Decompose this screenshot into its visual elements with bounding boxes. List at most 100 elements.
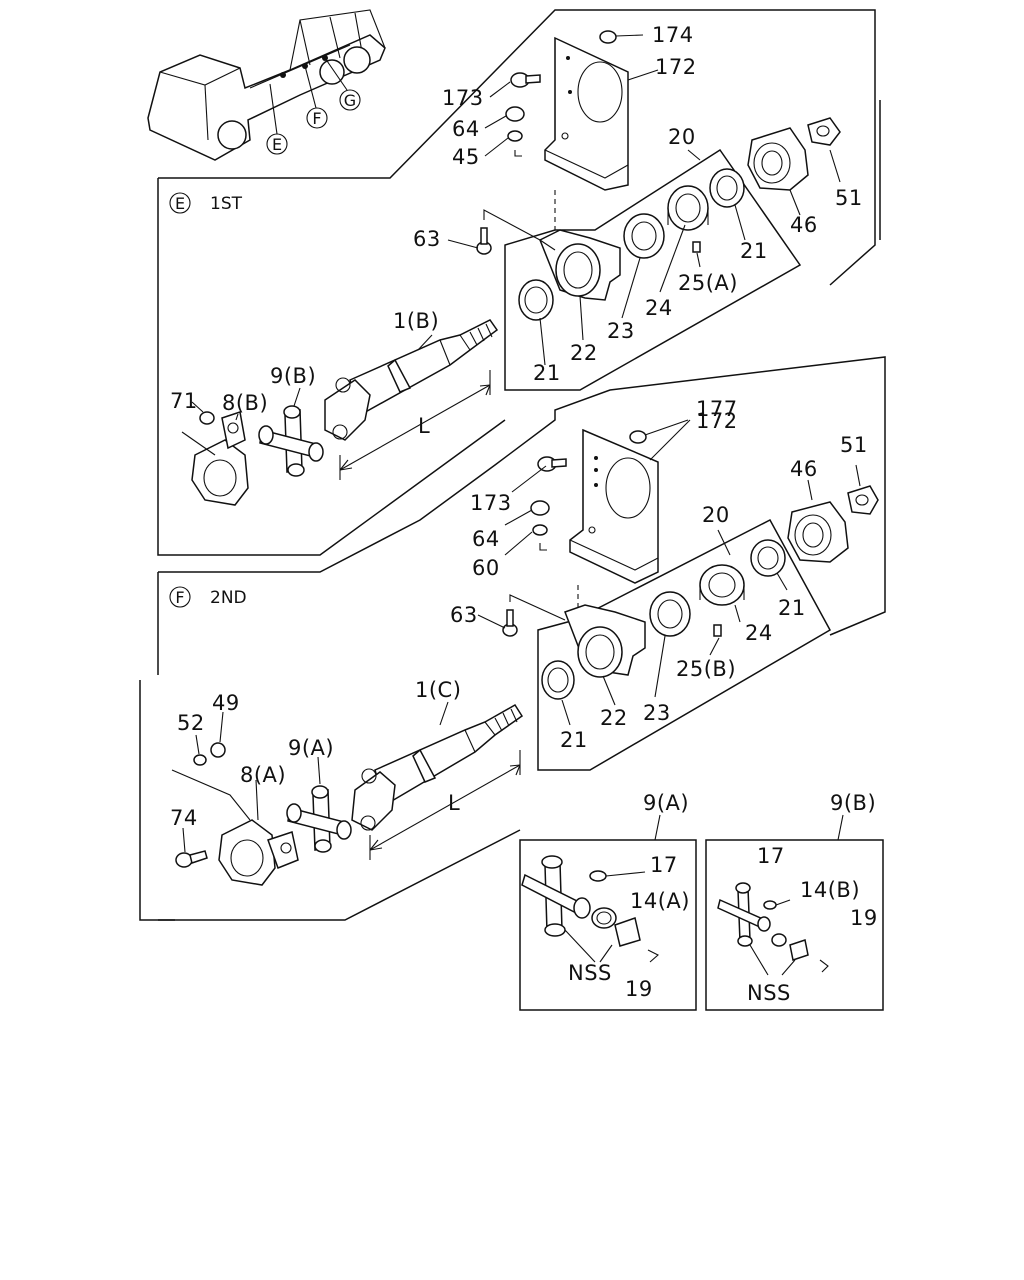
- svg-text:G: G: [344, 91, 356, 110]
- label-52: 52: [177, 711, 205, 735]
- bearing-cushion-22-lower: [564, 604, 646, 678]
- label-63-lower: 63: [450, 603, 478, 627]
- seal-21-upper: [709, 168, 745, 208]
- sleeve-24-lower: [699, 564, 745, 606]
- truck-overview: E F G: [147, 9, 386, 161]
- callout-e: E: [266, 133, 288, 155]
- label-1c: 1(C): [415, 678, 461, 702]
- label-172-upper: 172: [655, 55, 697, 79]
- svg-text:1ST: 1ST: [210, 194, 243, 214]
- svg-text:F: F: [175, 588, 184, 607]
- label-51-lower: 51: [840, 433, 868, 457]
- section-1st-header: E 1ST: [169, 192, 243, 214]
- label-174: 174: [652, 23, 694, 47]
- seal-21-lower-upper: [518, 279, 554, 321]
- nut-51-upper: [807, 117, 841, 146]
- label-23-lower: 23: [643, 701, 671, 725]
- bearing-23-lower: [649, 591, 691, 637]
- label-box-nss-b: NSS: [747, 981, 791, 1005]
- label-22-lower: 22: [600, 706, 628, 730]
- label-45: 45: [452, 145, 480, 169]
- label-46-lower: 46: [790, 457, 818, 481]
- seal-21-lower-lower: [541, 660, 575, 700]
- label-23-upper: 23: [607, 319, 635, 343]
- label-21-lower-left: 21: [560, 728, 588, 752]
- label-25a: 25(A): [678, 271, 738, 295]
- label-box-nss-a: NSS: [568, 961, 612, 985]
- label-74: 74: [170, 806, 198, 830]
- part-labels: 174 172 173 64 45 20 51 46 21 63 25(A) 2…: [170, 23, 877, 1005]
- propeller-shaft-1b: [324, 319, 499, 441]
- svg-text:2ND: 2ND: [210, 588, 247, 608]
- nut-64-upper: [505, 106, 525, 122]
- flange-yoke-8b: [181, 411, 249, 506]
- universal-joint-9a: [286, 785, 352, 853]
- label-173-upper: 173: [442, 86, 484, 110]
- label-box-9a: 9(A): [643, 791, 689, 815]
- propeller-shaft-1c: [351, 703, 524, 831]
- bearing-23-upper: [623, 213, 665, 259]
- label-46-upper: 46: [790, 213, 818, 237]
- bolt-74: [175, 850, 208, 868]
- svg-text:E: E: [175, 194, 185, 213]
- label-173-lower: 173: [470, 491, 512, 515]
- label-box-17b: 17: [757, 844, 785, 868]
- nut-51-lower: [847, 485, 879, 515]
- detail-box-9b: [705, 814, 884, 1011]
- svg-text:E: E: [272, 135, 282, 154]
- label-8a: 8(A): [240, 763, 286, 787]
- bolt-63-lower: [502, 594, 566, 637]
- bolt-173-lower: [537, 456, 567, 472]
- bearing-cushion-22-upper: [539, 229, 621, 301]
- label-21-lower-right: 21: [778, 596, 806, 620]
- nut-49: [210, 742, 226, 758]
- svg-text:F: F: [312, 109, 321, 128]
- washer-45: [507, 130, 523, 157]
- label-9a: 9(A): [288, 736, 334, 760]
- flange-yoke-8a: [171, 769, 299, 886]
- label-21-upper-left: 21: [533, 361, 561, 385]
- section-2nd-header: F 2ND: [169, 586, 247, 608]
- washer-52: [193, 754, 207, 766]
- label-l-lower: L: [448, 791, 460, 815]
- label-177: 177: [696, 397, 738, 421]
- nut-71: [199, 411, 215, 425]
- label-1b: 1(B): [393, 309, 439, 333]
- label-64-lower: 64: [472, 527, 500, 551]
- length-dimension-l-upper: [339, 370, 491, 480]
- bolt-63-upper: [476, 209, 541, 255]
- label-71: 71: [170, 389, 198, 413]
- nut-174: [599, 30, 644, 44]
- label-24-upper: 24: [645, 296, 673, 320]
- leader-lines: [182, 69, 861, 853]
- sleeve-24-upper: [667, 185, 709, 231]
- grease-nipple-25a: [692, 241, 701, 253]
- label-box-9b: 9(B): [830, 791, 876, 815]
- label-8b: 8(B): [222, 391, 268, 415]
- label-20-lower: 20: [702, 503, 730, 527]
- detail-box-9a: [519, 814, 697, 1011]
- label-9b: 9(B): [270, 364, 316, 388]
- label-box-14a: 14(A): [630, 889, 690, 913]
- label-51-upper: 51: [835, 186, 863, 210]
- label-22-upper: 22: [570, 341, 598, 365]
- label-63-upper: 63: [413, 227, 441, 251]
- grease-nipple-25b: [713, 624, 722, 637]
- label-64-upper: 64: [452, 117, 480, 141]
- length-dimension-l-lower: [369, 750, 521, 860]
- callout-g: G: [339, 89, 361, 111]
- nut-177: [629, 430, 647, 444]
- label-20-upper: 20: [668, 125, 696, 149]
- label-box-17a: 17: [650, 853, 678, 877]
- bolt-173-upper: [510, 72, 541, 88]
- bracket-172-lower: [569, 428, 659, 620]
- label-box-14b: 14(B): [800, 878, 860, 902]
- label-25b: 25(B): [676, 657, 736, 681]
- section-1st-frame: [157, 9, 881, 556]
- washer-60: [532, 524, 548, 551]
- label-box-19a: 19: [625, 977, 653, 1001]
- label-60: 60: [472, 556, 500, 580]
- callout-f: F: [306, 107, 328, 129]
- flange-46-upper: [747, 127, 809, 191]
